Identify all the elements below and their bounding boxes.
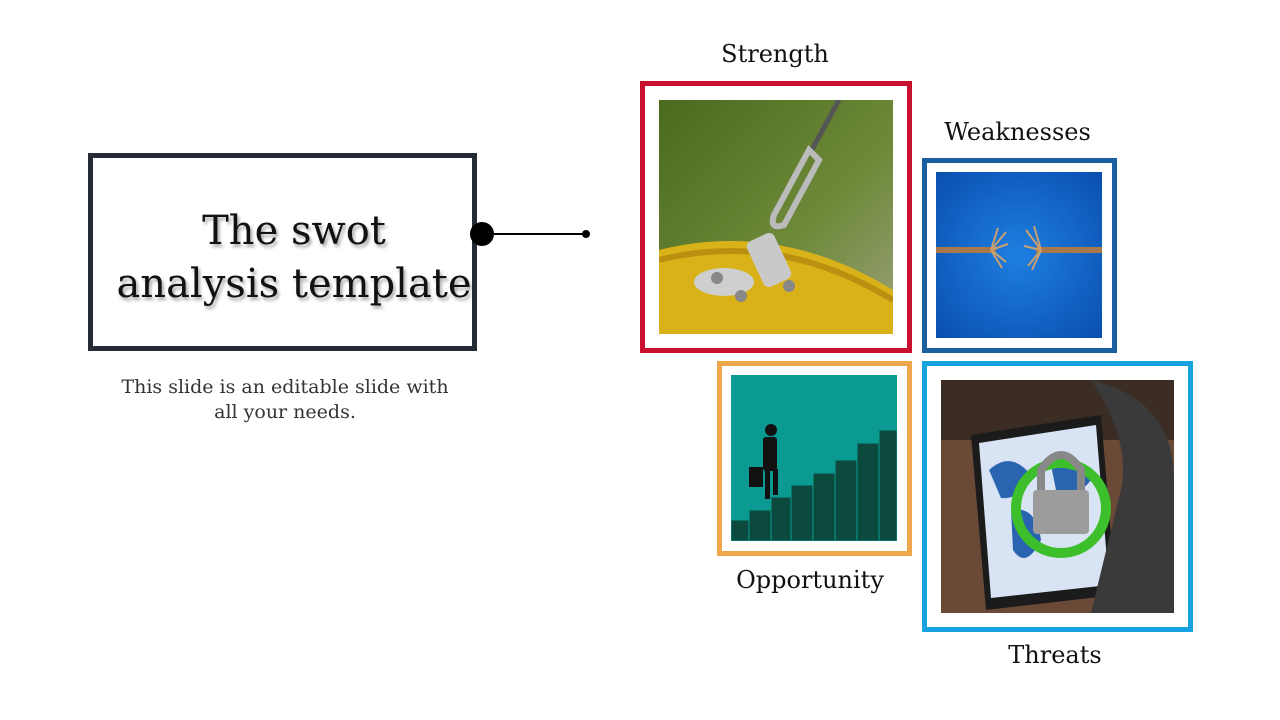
- threats-label: Threats: [1008, 641, 1102, 669]
- subtitle-line-2: all your needs.: [214, 401, 356, 423]
- laptop-lock-photo: [941, 380, 1174, 613]
- connector-end-dot: [582, 230, 590, 238]
- strength-frame: [640, 81, 912, 353]
- opportunity-frame: [717, 361, 912, 556]
- title-box: [88, 153, 477, 351]
- connector-line: [494, 233, 586, 235]
- frayed-rope-photo: [936, 172, 1102, 338]
- opportunity-label: Opportunity: [736, 566, 884, 594]
- slide-subtitle: This slide is an editable slide with all…: [120, 375, 450, 425]
- title-line-1: The swot: [202, 208, 386, 254]
- connector-dot: [470, 222, 494, 246]
- title-line-2: analysis template: [116, 261, 472, 307]
- threats-frame: [922, 361, 1193, 632]
- rope-hook-photo: [659, 100, 893, 334]
- weaknesses-frame: [922, 158, 1117, 353]
- strength-label: Strength: [721, 40, 829, 68]
- slide-title: The swot analysis template: [110, 205, 478, 311]
- weaknesses-label: Weaknesses: [944, 118, 1091, 146]
- subtitle-line-1: This slide is an editable slide with: [121, 376, 449, 398]
- stairs-climber-photo: [731, 375, 897, 541]
